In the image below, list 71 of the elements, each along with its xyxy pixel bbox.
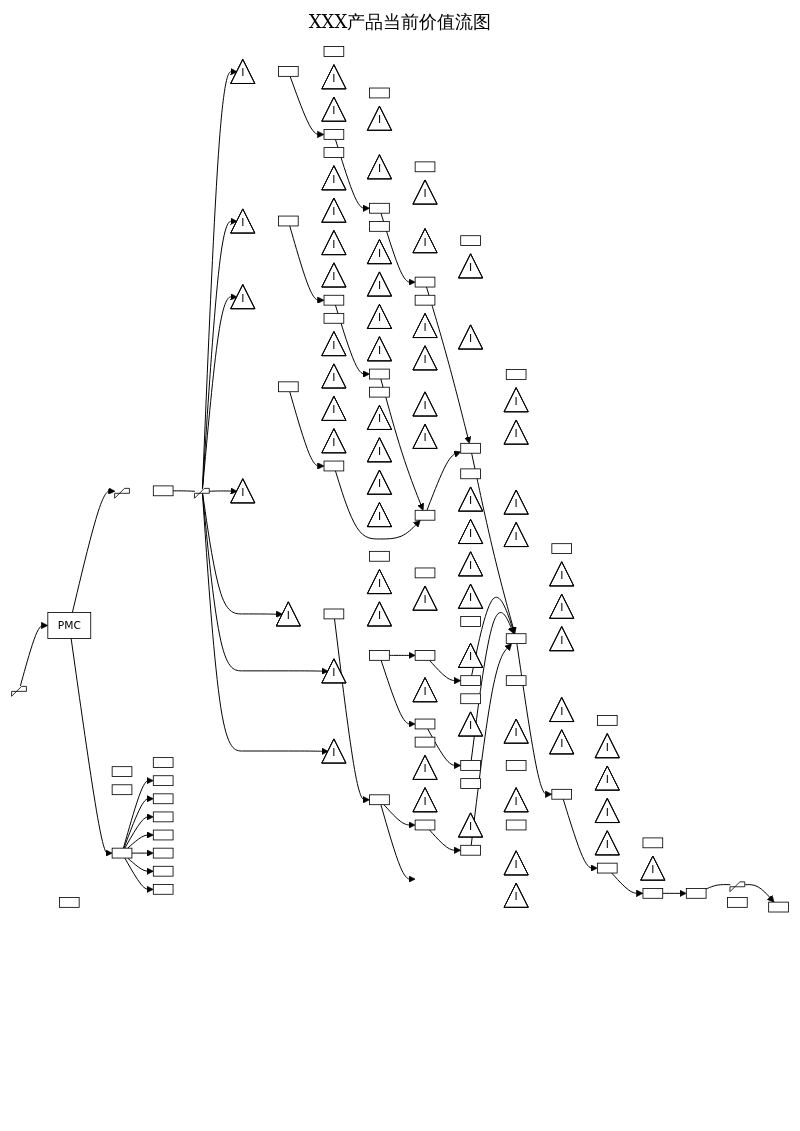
node-box [414,819,436,831]
node-box [369,87,390,99]
node-box [152,884,174,895]
node-box [152,793,174,805]
node-box [414,161,436,173]
node-box [460,844,481,856]
node-box [369,386,390,398]
node-box [369,550,390,562]
node-box [505,819,527,831]
node-box [768,901,789,913]
node-box [111,766,133,777]
node-box [551,788,572,800]
node-box [414,736,436,748]
node-box [111,847,133,859]
connector [705,884,731,890]
node-picture [114,487,130,499]
node-box [323,147,345,158]
node-box [369,202,390,214]
node-box [152,847,174,859]
node-box [278,215,299,227]
node-box [414,718,436,730]
node-box [642,888,664,899]
node-box [278,381,299,393]
node-box [414,509,436,521]
node-box [152,485,174,497]
node-box [460,468,481,480]
node-box [323,46,345,57]
node-box [551,543,572,554]
connector [172,490,196,492]
node-box [369,650,390,661]
diagram-title: XXX产品当前价值流图 [308,10,492,34]
node-box [460,675,481,686]
node-box [597,862,618,874]
node-box [414,294,436,306]
node-box [369,221,390,232]
node-box [460,442,481,454]
node-box [505,633,527,644]
node-box [414,276,436,288]
node-box [369,794,390,806]
node-box [414,567,436,579]
node-picture [194,487,210,499]
node-box [152,865,174,877]
node-box [597,715,618,726]
node-box [59,897,80,908]
node-box [460,778,481,789]
node-box [152,829,174,841]
node-box: PMC [47,612,92,639]
node-box [505,369,527,380]
node-box [460,693,481,705]
node-box [460,235,481,246]
node-picture [729,881,746,893]
node-box [152,757,174,768]
node-box [505,675,527,686]
node-box [460,616,481,627]
node-picture [11,686,27,697]
node-box [152,811,174,823]
node-box [278,66,299,77]
node-box [323,294,345,306]
node-box [460,760,481,771]
node-box [111,784,133,796]
node-box [323,312,345,324]
node-box [152,775,174,786]
node-box [369,368,390,380]
node-box [642,837,664,849]
node-box [505,760,527,771]
node-box [323,129,345,140]
node-box [727,897,748,908]
node-box [685,888,707,899]
node-box [414,650,436,661]
node-box [323,608,345,620]
node-box [323,460,345,472]
